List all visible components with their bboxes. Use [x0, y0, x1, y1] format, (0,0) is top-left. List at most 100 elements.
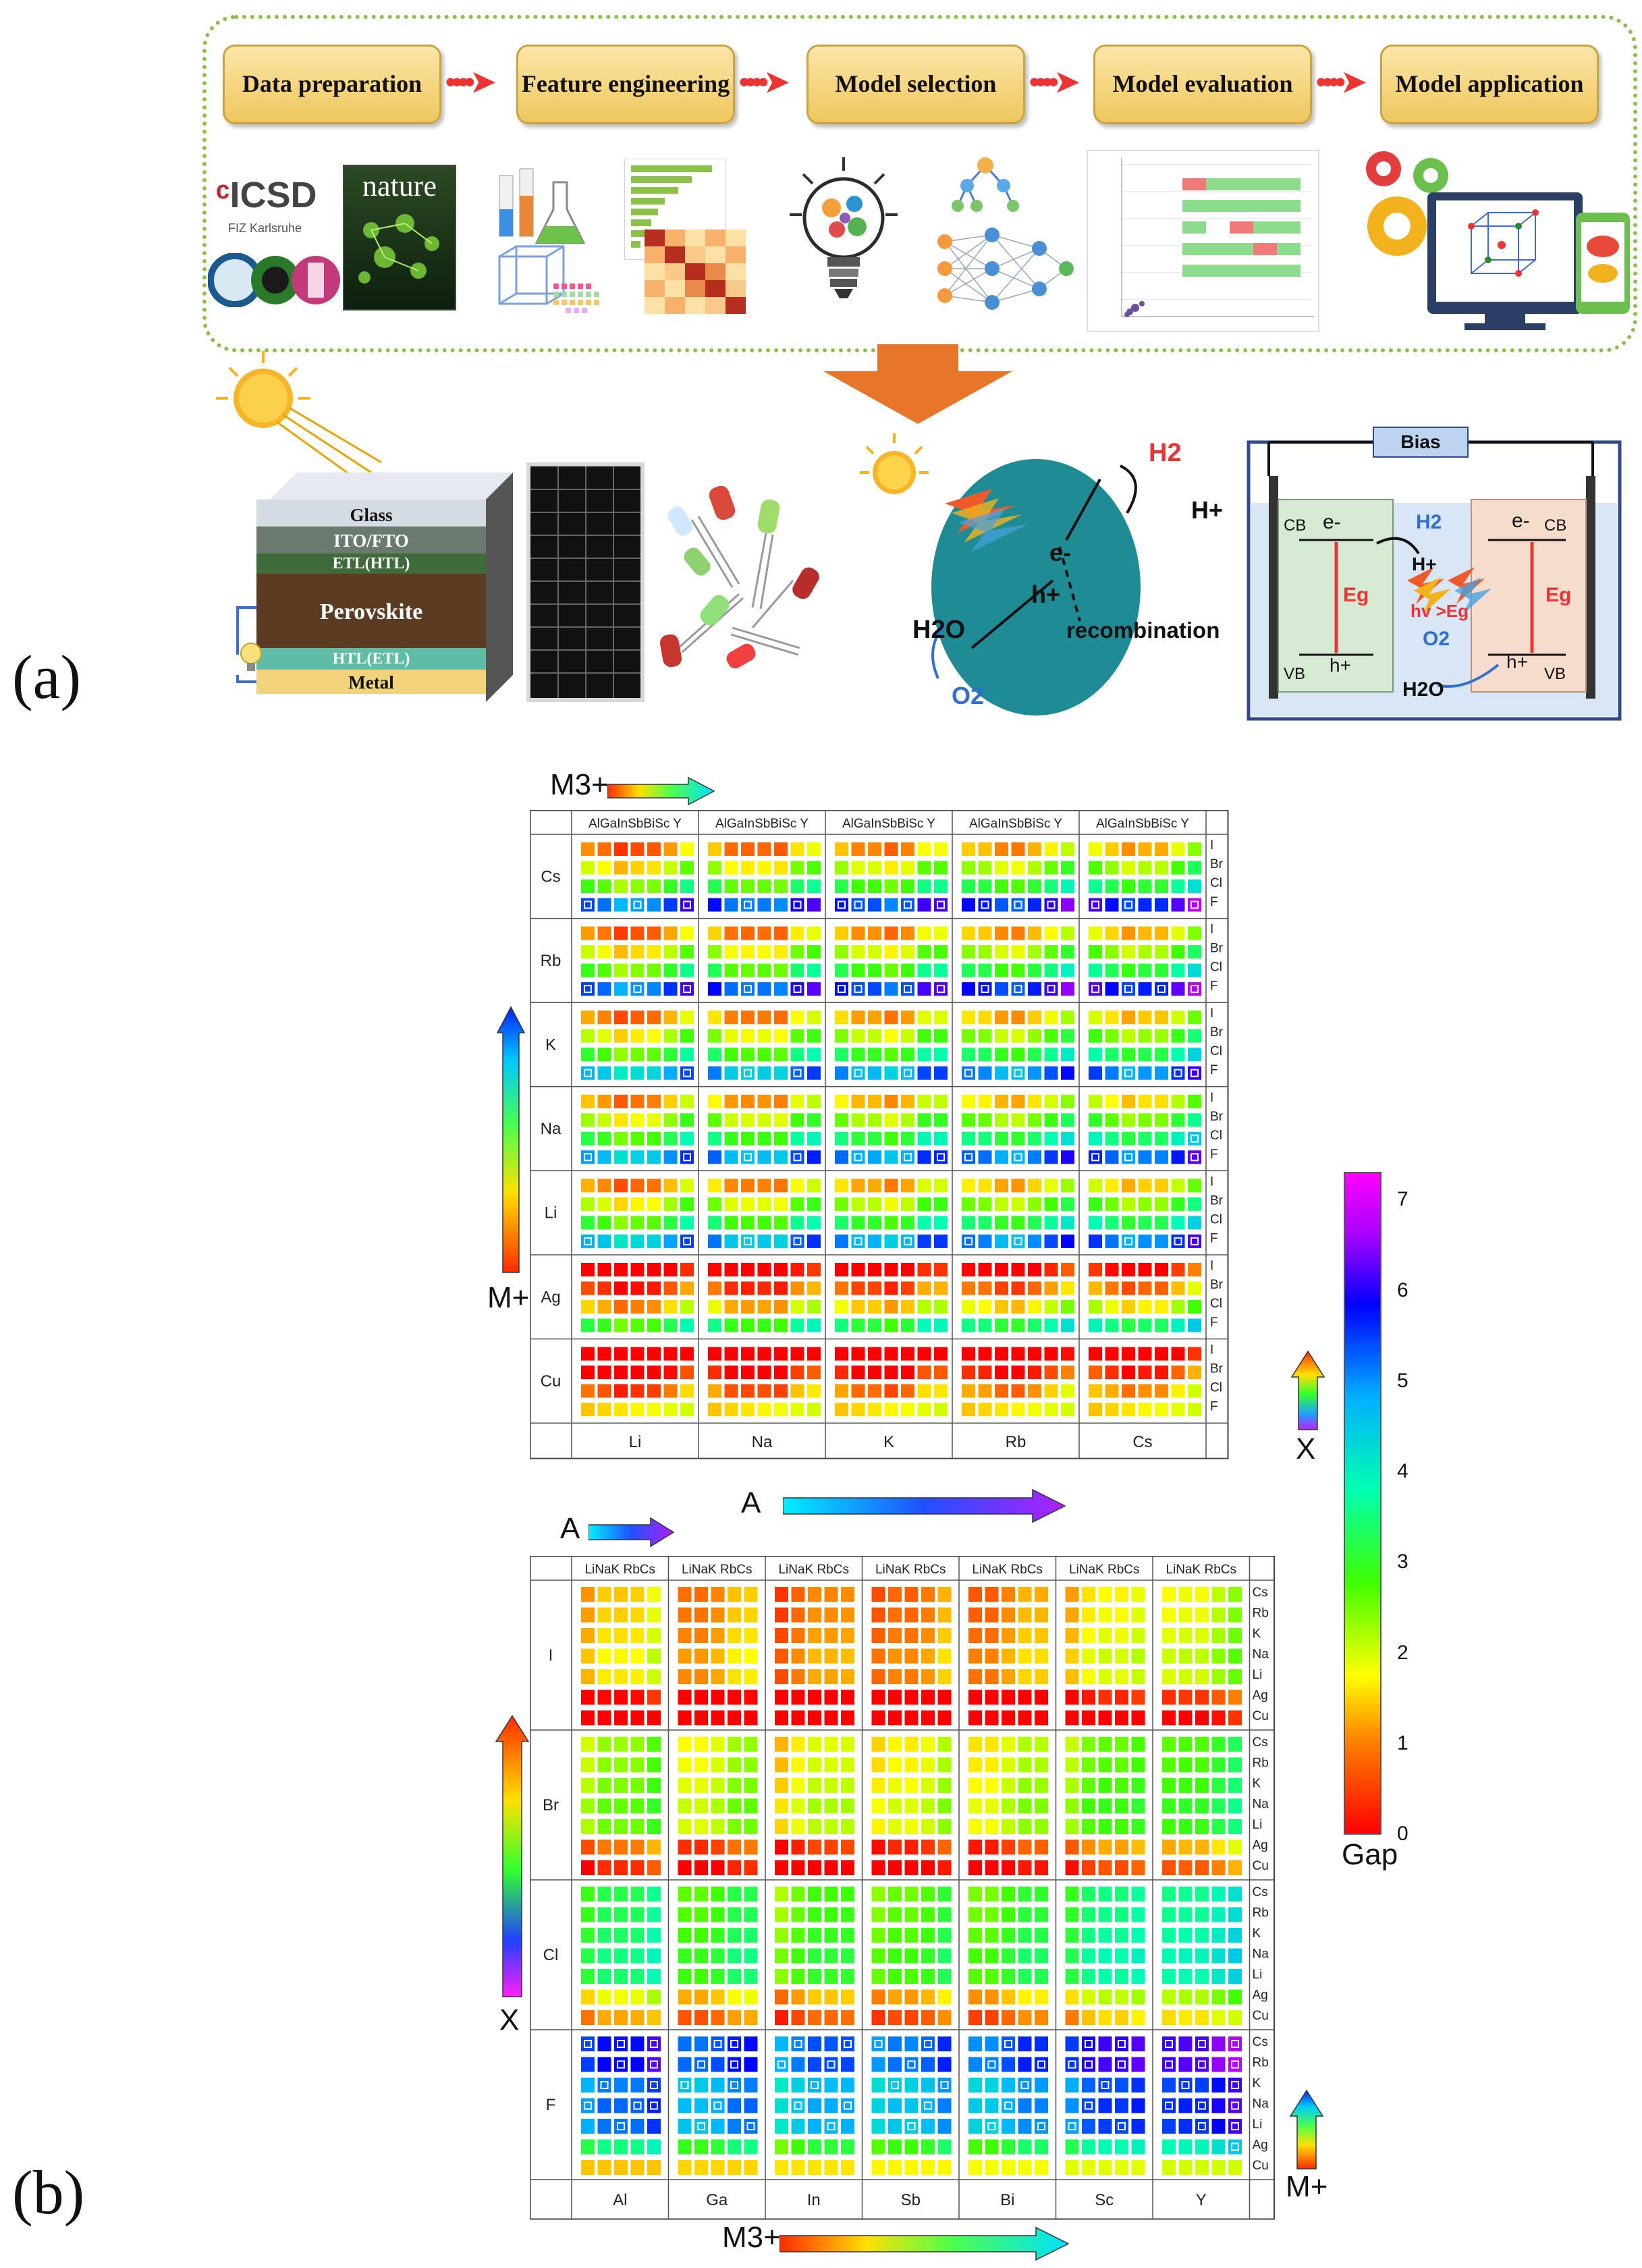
heatmap-cell [1098, 1860, 1112, 1875]
heatmap-cell [1065, 1989, 1079, 2005]
heatmap-cell [791, 1757, 805, 1773]
heatmap-cell [1228, 2078, 1242, 2092]
stable-marker [1085, 2101, 1093, 2110]
top-x-arrow-icon [1290, 1350, 1325, 1430]
bottom-x-row-label: I [549, 1646, 553, 1665]
heatmap-cell [841, 1757, 854, 1773]
heatmap-cell [744, 2098, 758, 2113]
heatmap-cell [614, 963, 628, 977]
top-x-label: F [1210, 979, 1218, 994]
heatmap-cell [985, 1928, 999, 1943]
heatmap-cell [1089, 1197, 1102, 1211]
heatmap-cell [630, 1150, 645, 1164]
heatmap-cell [841, 1969, 854, 1984]
heatmap-cell [868, 1066, 881, 1080]
heatmap-cell [1228, 1839, 1242, 1855]
heatmap-cell [1065, 1969, 1079, 1984]
heatmap-cell [824, 1628, 838, 1643]
heatmap-cell [1211, 1669, 1226, 1684]
heatmap-cell [1228, 1928, 1242, 1943]
heatmap-cell [1002, 2078, 1015, 2092]
heatmap-cell [708, 861, 721, 875]
stable-marker [650, 2081, 658, 2089]
heatmap-cell [757, 963, 771, 977]
heatmap-cell [978, 1403, 992, 1417]
heatmap-cell [884, 842, 898, 856]
heatmap-cell [1211, 2160, 1226, 2175]
stable-marker [697, 2060, 705, 2069]
heatmap-cell [647, 926, 661, 940]
heatmap-cell [581, 1669, 595, 1684]
top-x-label: I [1210, 1174, 1213, 1189]
heatmap-cell [724, 1234, 738, 1248]
heatmap-cell [985, 1860, 999, 1875]
heatmap-cell [1105, 898, 1119, 912]
heatmap-cell [1089, 1179, 1102, 1193]
heatmap-cell [1028, 861, 1041, 875]
heatmap-cell [808, 1887, 821, 1901]
heatmap-cell [1018, 1928, 1032, 1943]
stable-marker [838, 985, 846, 994]
heatmap-cell [708, 1029, 721, 1043]
lightbulb-icon [790, 154, 898, 323]
heatmap-cell [888, 1839, 902, 1855]
heatmap-cell [807, 1150, 821, 1164]
heatmap-cell [1115, 1839, 1128, 1855]
heatmap-cell [680, 1029, 694, 1043]
heatmap-cell [741, 1094, 755, 1108]
heatmap-cell [1011, 1094, 1025, 1108]
heatmap-cell [663, 1366, 678, 1380]
heatmap-cell [614, 1150, 628, 1164]
heatmap-cell [581, 2057, 595, 2072]
heatmap-cell [711, 1887, 725, 1901]
arrow-right-icon: ••••➤ [1316, 65, 1367, 99]
heatmap-cell [1028, 1263, 1041, 1276]
bottom-m-label: Cs [1253, 1586, 1268, 1600]
heatmap-cell [835, 898, 848, 912]
heatmap-cell [917, 1048, 931, 1062]
heatmap-cell [901, 1216, 914, 1230]
heatmap-cell [1211, 1798, 1226, 1814]
arrow-right-icon: ••••➤ [1029, 65, 1080, 99]
heatmap-cell [1178, 2119, 1193, 2134]
heatmap-cell [614, 2139, 628, 2155]
heatmap-cell [1061, 1179, 1074, 1193]
heatmap-cell [1035, 2057, 1048, 2072]
heatmap-cell [1082, 1690, 1095, 1705]
heatmap-cell [728, 1607, 741, 1623]
heatmap-cell [808, 1607, 821, 1623]
heatmap-cell [630, 1607, 645, 1623]
heatmap-cell [1044, 1300, 1058, 1314]
heatmap-cell [888, 1778, 902, 1793]
heatmap-cell [724, 1029, 738, 1043]
heatmap-cell [597, 1669, 611, 1684]
heatmap-cell [744, 1690, 758, 1705]
heatmap-cell [711, 2160, 725, 2175]
heatmap-cell [841, 1628, 854, 1643]
heatmap-cell [678, 1628, 692, 1643]
stable-marker [1174, 1069, 1182, 1077]
heatmap-cell [1131, 1860, 1145, 1875]
lightbulb-small-icon [238, 641, 265, 675]
bottom-m-label: Cs [1253, 2035, 1268, 2049]
heatmap-cell [1105, 1179, 1119, 1193]
heatmap-cell [824, 1887, 838, 1901]
heatmap-cell [978, 1234, 992, 1248]
heatmap-cell [581, 2036, 595, 2051]
heatmap-cell [775, 1587, 788, 1602]
heatmap-cell [630, 842, 645, 856]
heatmap-cell [630, 1887, 645, 1901]
heatmap-cell [1115, 1778, 1128, 1793]
heatmap-cell [581, 1384, 595, 1398]
heatmap-cell [937, 1887, 952, 1901]
heatmap-cell [807, 1234, 821, 1248]
heatmap-cell [724, 1281, 738, 1295]
step-data-preparation: Data preparation [223, 45, 441, 124]
heatmap-cell [934, 982, 948, 996]
heatmap-cell [808, 2119, 821, 2134]
heatmap-cell [791, 1690, 805, 1705]
heatmap-cell [630, 1300, 645, 1314]
heatmap-cell [1162, 1607, 1176, 1623]
heatmap-cell [1171, 1281, 1185, 1295]
stable-marker [1118, 2040, 1126, 2048]
